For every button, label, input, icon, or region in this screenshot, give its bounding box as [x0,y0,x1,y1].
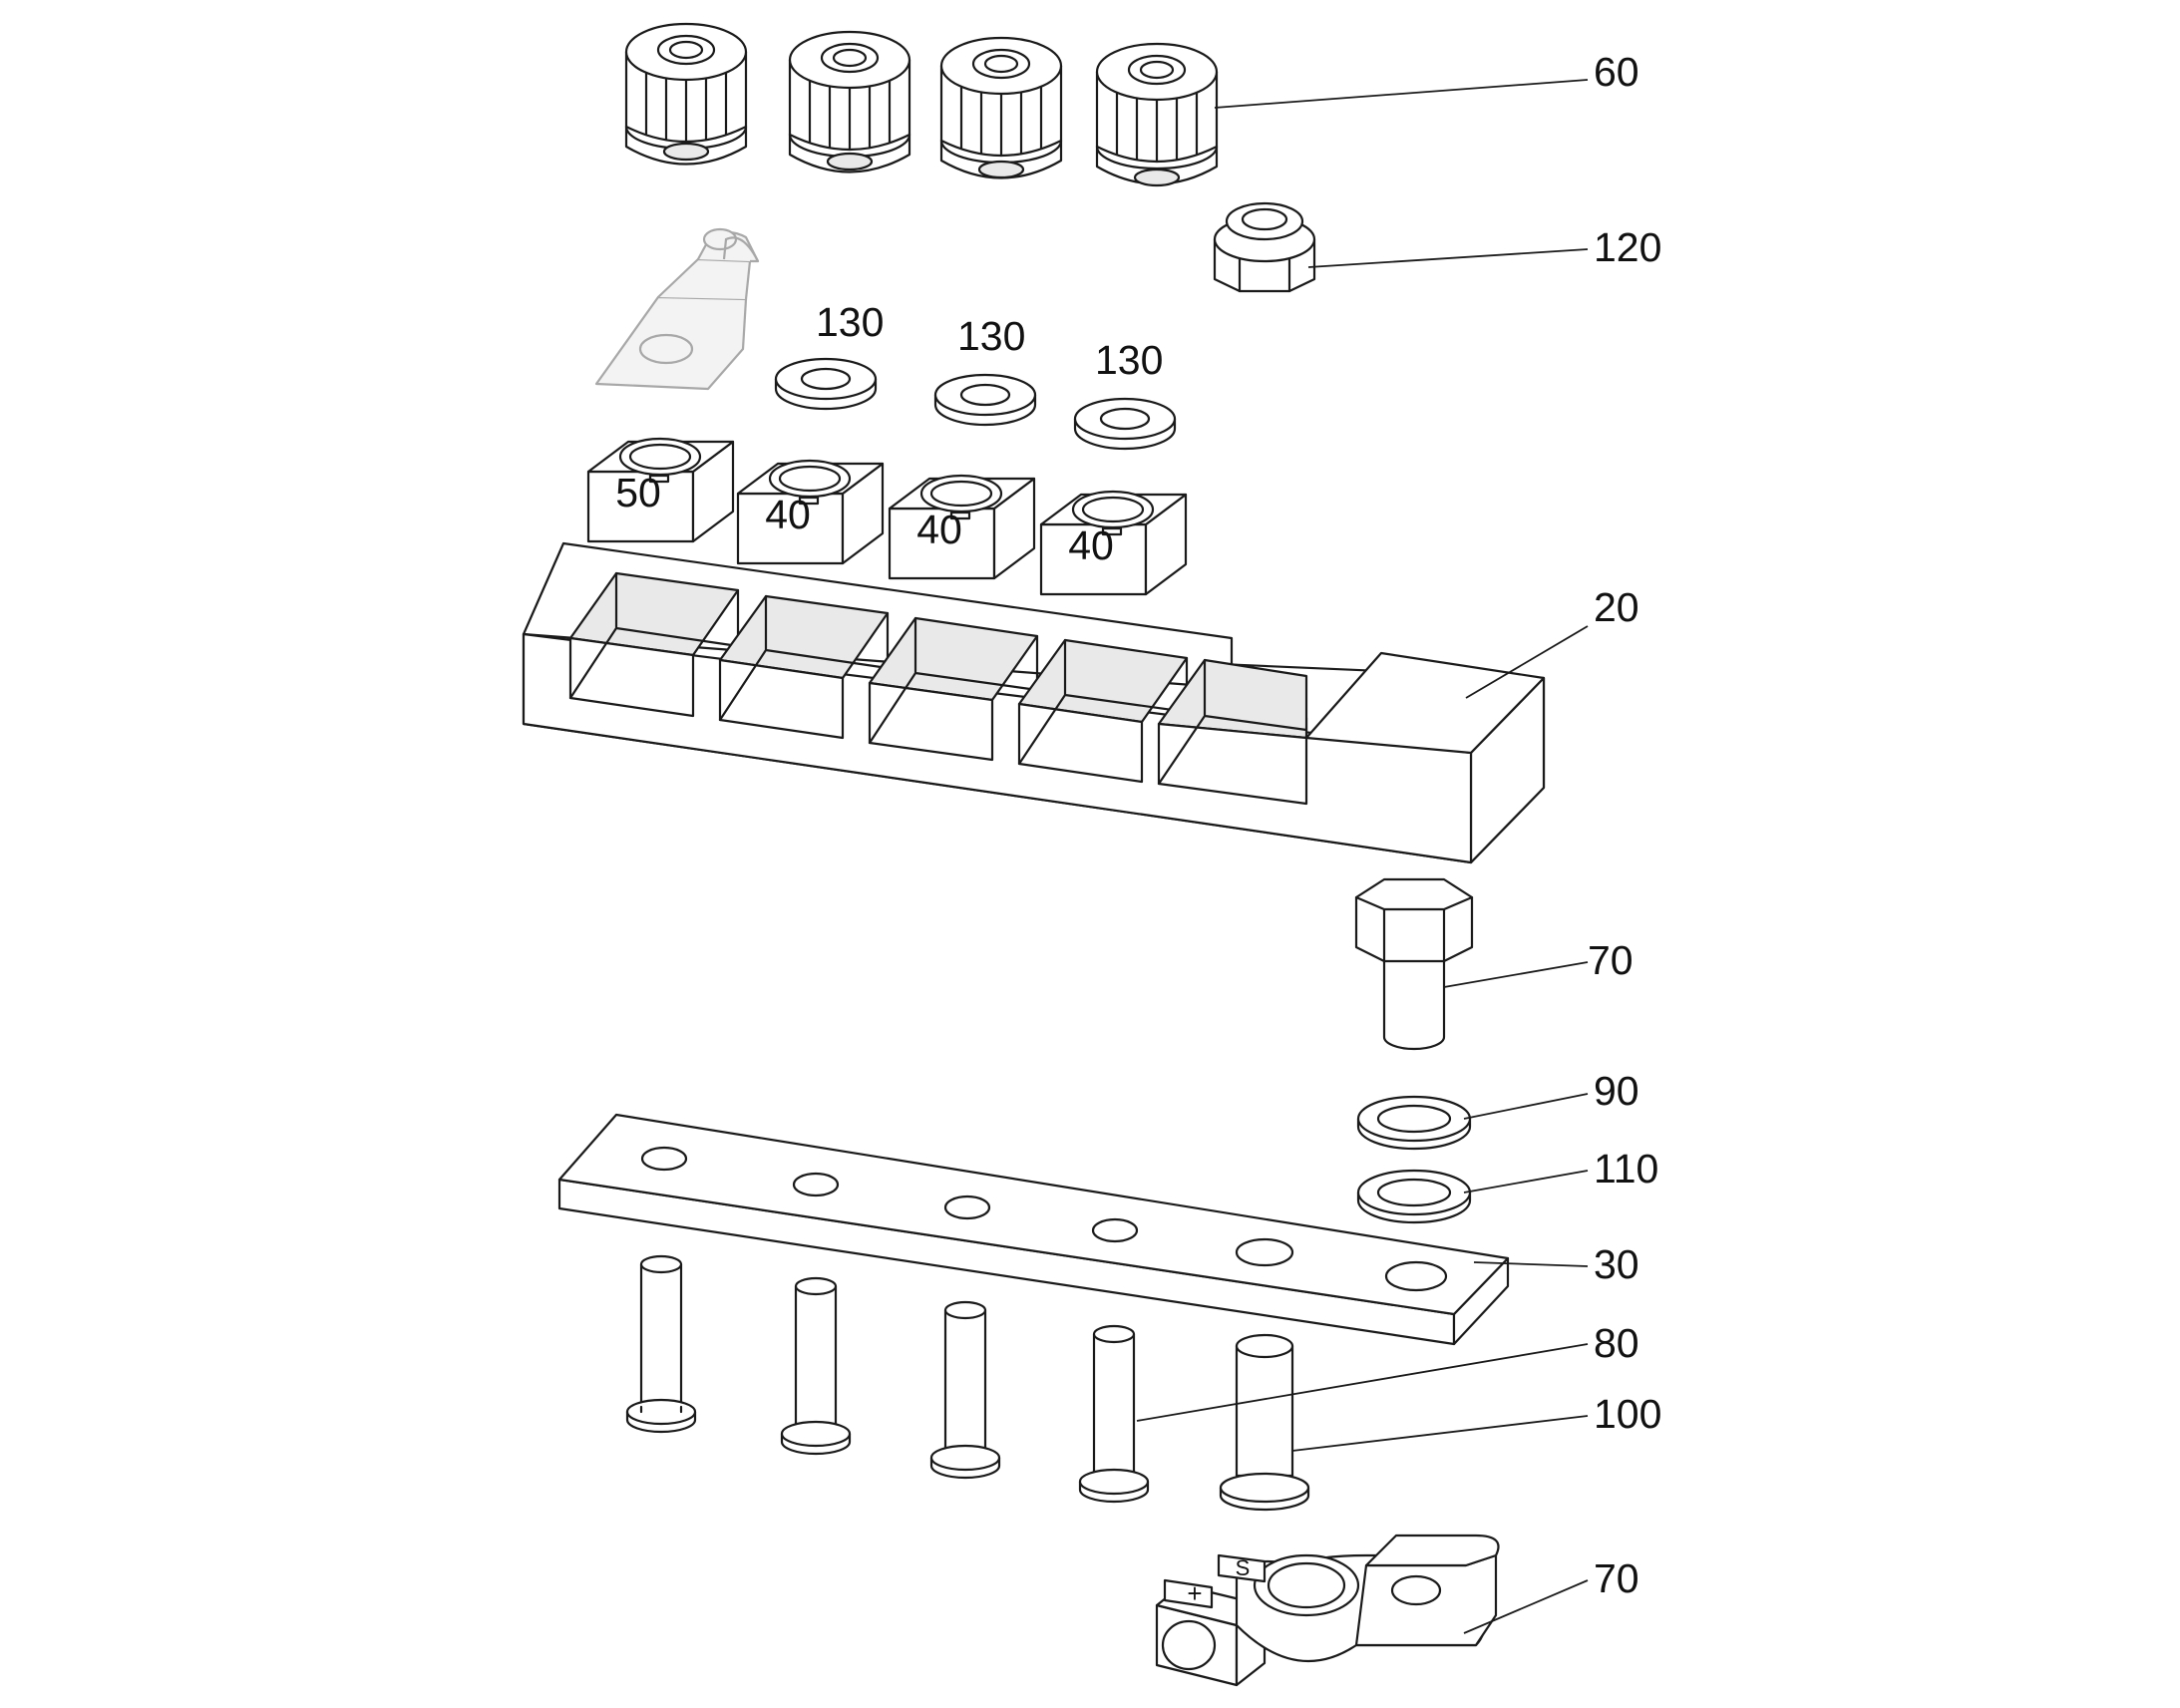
block-marking-40-2: 40 [916,507,962,552]
block-marking-40-3: 40 [1068,522,1114,568]
callout-130-1: 130 [816,299,884,345]
callout-90: 90 [1594,1068,1639,1114]
housing-pocket-1 [568,571,740,718]
clamp-marking-plus: + [1187,1578,1202,1608]
housing-20 [522,541,1546,864]
washer-130-3 [1073,397,1177,451]
leader-30 [1473,1261,1589,1267]
block-marking-50: 50 [615,470,661,515]
washer-90 [1356,1095,1472,1151]
battery-clamp-70 [1155,1534,1500,1687]
callout-130-2: 130 [957,313,1025,359]
leader-100 [1291,1415,1589,1452]
stud-80-4 [1078,1324,1150,1504]
leader-20 [1465,625,1589,699]
stud-100 [1219,1333,1310,1512]
leader-110 [1463,1170,1589,1194]
callout-130-3: 130 [1095,337,1163,383]
washer-130-2 [933,373,1037,427]
callout-70-bolt: 70 [1588,937,1634,983]
terminal-block-50 [586,437,735,543]
stud-80-2 [780,1276,852,1456]
cap-nut-60-1 [624,22,748,166]
clamp-marking-s: S [1236,1555,1251,1580]
terminal-block-40-1 [736,459,885,565]
terminal-block-40-2 [888,474,1036,580]
callout-70-clamp: 70 [1594,1555,1639,1601]
leader-120 [1307,248,1589,268]
housing-pocket-2 [718,594,890,740]
callout-120: 120 [1594,224,1661,270]
leader-90 [1463,1093,1589,1120]
callout-80: 80 [1594,1320,1639,1366]
spring-washer-110 [1356,1169,1472,1224]
housing-pocket-3 [868,616,1039,762]
leader-80 [1136,1343,1589,1422]
callout-20: 20 [1594,584,1639,630]
housing-pocket-4 [1017,638,1189,784]
callout-110: 110 [1594,1146,1658,1192]
washer-130-1 [774,357,878,411]
callout-30: 30 [1594,1241,1639,1287]
cap-nut-60-3 [939,36,1063,179]
stud-80-3 [929,1300,1001,1480]
hex-bolt-70 [1354,877,1474,1051]
callout-100: 100 [1594,1391,1661,1437]
housing-pocket-5 [1157,658,1308,806]
callout-60: 60 [1594,49,1639,95]
leader-70-bolt [1443,961,1589,988]
leader-lines [1136,79,1589,1634]
busbar-30 [557,1113,1510,1346]
block-marking-40-1: 40 [765,492,811,537]
cable-lug [594,227,760,391]
stud-80-1 [625,1254,697,1434]
cap-nut-60-2 [788,30,911,173]
terminal-block-40-3 [1039,490,1188,596]
leader-70-clamp [1463,1579,1589,1634]
cap-nut-60-4 [1095,42,1219,187]
lock-nut-120 [1213,201,1316,293]
leader-60 [1214,79,1589,109]
